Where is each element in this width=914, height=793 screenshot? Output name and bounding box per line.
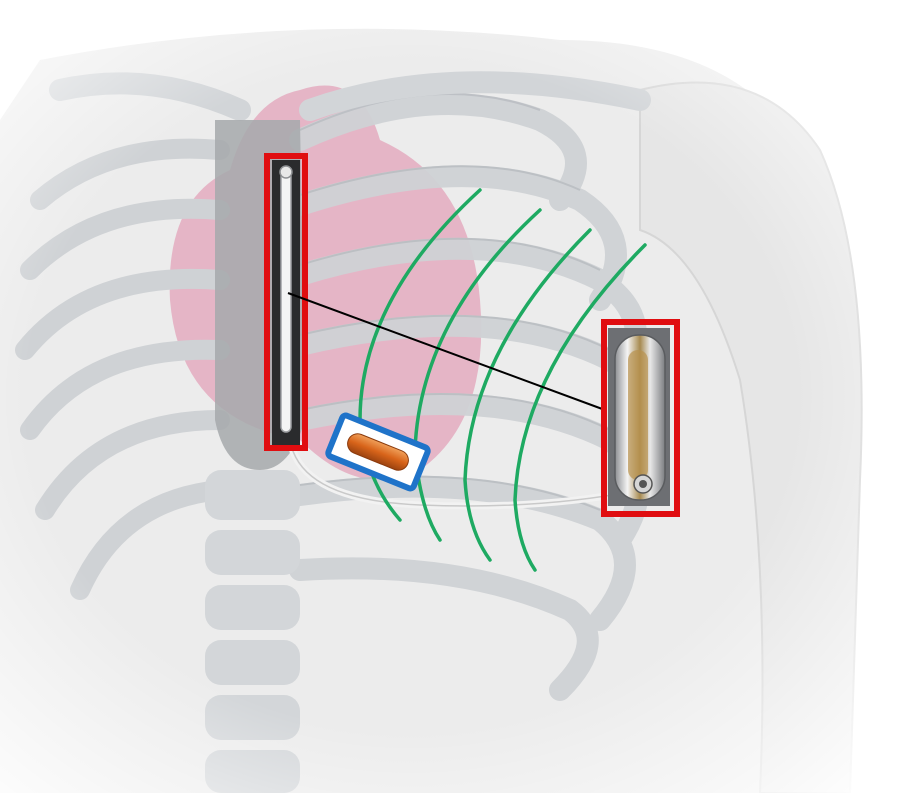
subcutaneous-electrode-icon: [272, 160, 300, 445]
pulse-generator-icon: [608, 328, 670, 506]
